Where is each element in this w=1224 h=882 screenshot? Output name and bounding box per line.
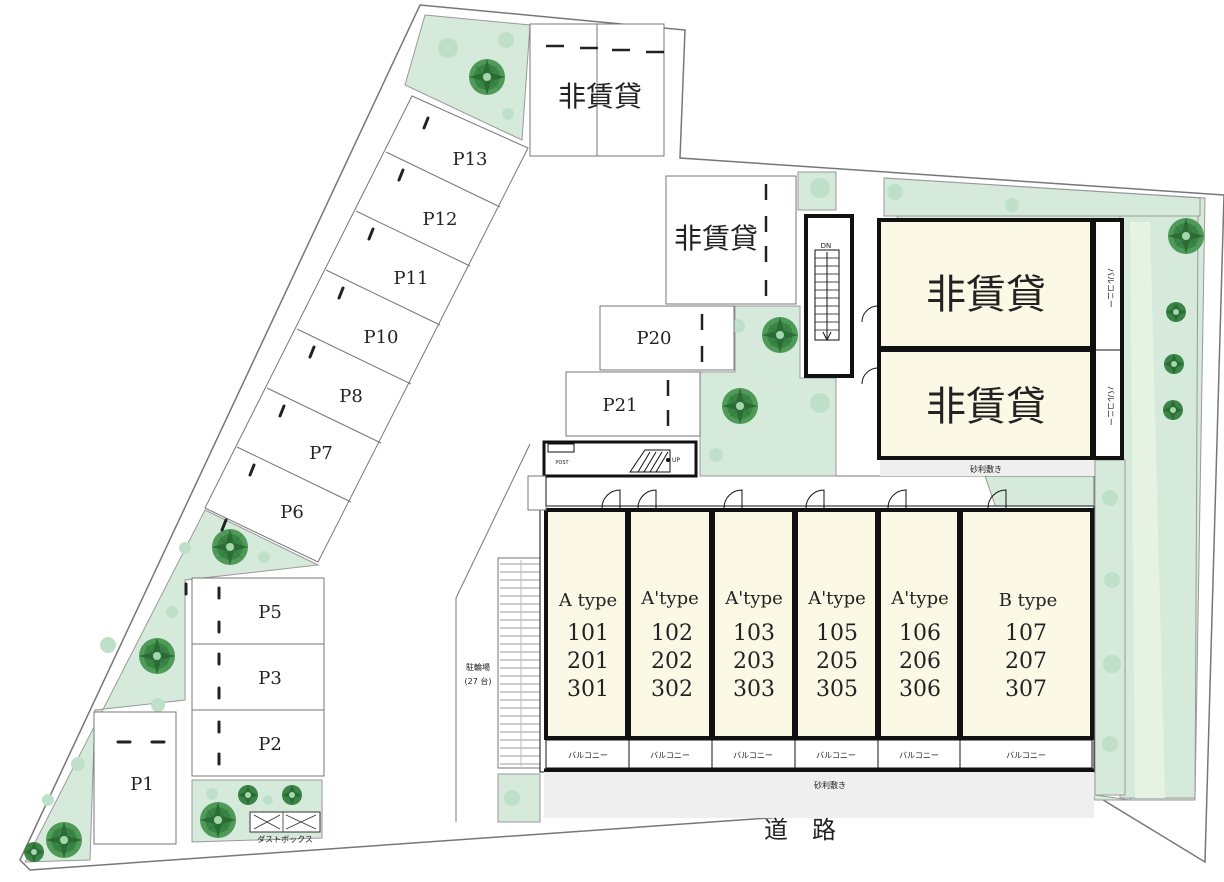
main-building bbox=[527, 440, 1095, 818]
unit-3-type: A'type bbox=[724, 588, 783, 609]
unit-5-room-2: 206 bbox=[899, 649, 941, 674]
parking-diagonal bbox=[204, 95, 529, 563]
unit-4-room-3: 305 bbox=[816, 677, 858, 702]
balcony-4: バルコニー bbox=[816, 751, 856, 760]
shrub-dots bbox=[42, 32, 1121, 806]
unit-6-room-1: 107 bbox=[1005, 621, 1047, 646]
parking-p11: P11 bbox=[393, 268, 428, 289]
balcony-5: バルコニー bbox=[899, 751, 939, 760]
parking-p10: P10 bbox=[363, 327, 398, 348]
unit-6-room-3: 307 bbox=[1005, 677, 1047, 702]
unit-2-room-1: 102 bbox=[651, 621, 693, 646]
unit-2-room-3: 302 bbox=[651, 677, 693, 702]
parking-p1: P1 bbox=[130, 774, 154, 795]
post-label: POST bbox=[555, 460, 569, 466]
parking-p20-p21 bbox=[565, 305, 735, 437]
label-non-rental-3: 非賃貸 bbox=[926, 272, 1046, 318]
balcony-6: バルコニー bbox=[1006, 751, 1046, 760]
unit-3-room-3: 303 bbox=[733, 677, 775, 702]
label-non-rental-1: 非賃貸 bbox=[558, 80, 642, 113]
parking-p20: P20 bbox=[636, 328, 671, 349]
parking-p3: P3 bbox=[258, 668, 282, 689]
small-labels: バルコニー バルコニー バルコニー バルコニー バルコニー バルコニー 砂利敷き… bbox=[257, 242, 1115, 844]
dust-box-label: ダストボックス bbox=[257, 834, 313, 844]
unit-3-room-2: 203 bbox=[733, 649, 775, 674]
unit-2-room-2: 202 bbox=[651, 649, 693, 674]
bicycle-parking bbox=[455, 443, 545, 822]
unit-3-room-1: 103 bbox=[733, 621, 775, 646]
parking-p7: P7 bbox=[309, 443, 333, 464]
balcony-3: バルコニー bbox=[733, 751, 773, 760]
parking-left-stripes bbox=[116, 586, 221, 766]
p20-p21-stripes bbox=[666, 314, 704, 426]
road-label: 道 路 bbox=[764, 816, 836, 844]
parking-p2: P2 bbox=[258, 734, 282, 755]
bicycle-label: 駐輪場 bbox=[466, 662, 490, 672]
unit-4-type: A'type bbox=[807, 588, 866, 609]
unit-4-room-2: 205 bbox=[816, 649, 858, 674]
gravel-bottom: 砂利敷き bbox=[814, 780, 846, 790]
label-non-rental-4: 非賃貸 bbox=[926, 384, 1046, 430]
parking-p13: P13 bbox=[452, 149, 487, 170]
parking-p6: P6 bbox=[280, 502, 304, 523]
parking-stripes bbox=[184, 116, 430, 596]
unit-1-room-1: 101 bbox=[567, 621, 609, 646]
unit-1-room-3: 301 bbox=[567, 677, 609, 702]
upper-building bbox=[804, 214, 1124, 476]
labels: 非賃貸 非賃貸 非賃貸 非賃貸 P13 P12 P11 P10 P8 P7 P6… bbox=[130, 80, 1057, 844]
balcony-2: バルコニー bbox=[650, 751, 690, 760]
parking-p5: P5 bbox=[258, 602, 282, 623]
hedge-strip bbox=[1130, 222, 1165, 798]
unit-6-type: B type bbox=[999, 590, 1058, 611]
unit-6-room-2: 207 bbox=[1005, 649, 1047, 674]
parking-p8: P8 bbox=[339, 386, 363, 407]
label-non-rental-2: 非賃貸 bbox=[674, 222, 758, 255]
balcony-side-2: バルコニー bbox=[1106, 386, 1115, 426]
bicycle-count: (27 台) bbox=[465, 676, 492, 686]
parking-p21: P21 bbox=[602, 395, 637, 416]
unit-1-type: A type bbox=[558, 590, 617, 611]
unit-2-type: A'type bbox=[640, 588, 699, 609]
parking-p12: P12 bbox=[422, 209, 457, 230]
stair-up: UP bbox=[672, 457, 680, 464]
dust-box bbox=[249, 811, 321, 833]
gravel-top: 砂利敷き bbox=[970, 464, 1002, 474]
stair-dn: DN bbox=[821, 242, 832, 250]
balcony-1: バルコニー bbox=[568, 751, 608, 760]
unit-5-room-1: 106 bbox=[899, 621, 941, 646]
unit-1-room-2: 201 bbox=[567, 649, 609, 674]
non-rental-top-stripes bbox=[546, 44, 664, 54]
balcony-side-1: バルコニー bbox=[1106, 268, 1115, 308]
parking-left bbox=[93, 577, 325, 845]
unit-5-type: A'type bbox=[890, 588, 949, 609]
unit-5-room-3: 306 bbox=[899, 677, 941, 702]
unit-4-room-1: 105 bbox=[816, 621, 858, 646]
non-rental-parking-mid bbox=[665, 175, 797, 305]
